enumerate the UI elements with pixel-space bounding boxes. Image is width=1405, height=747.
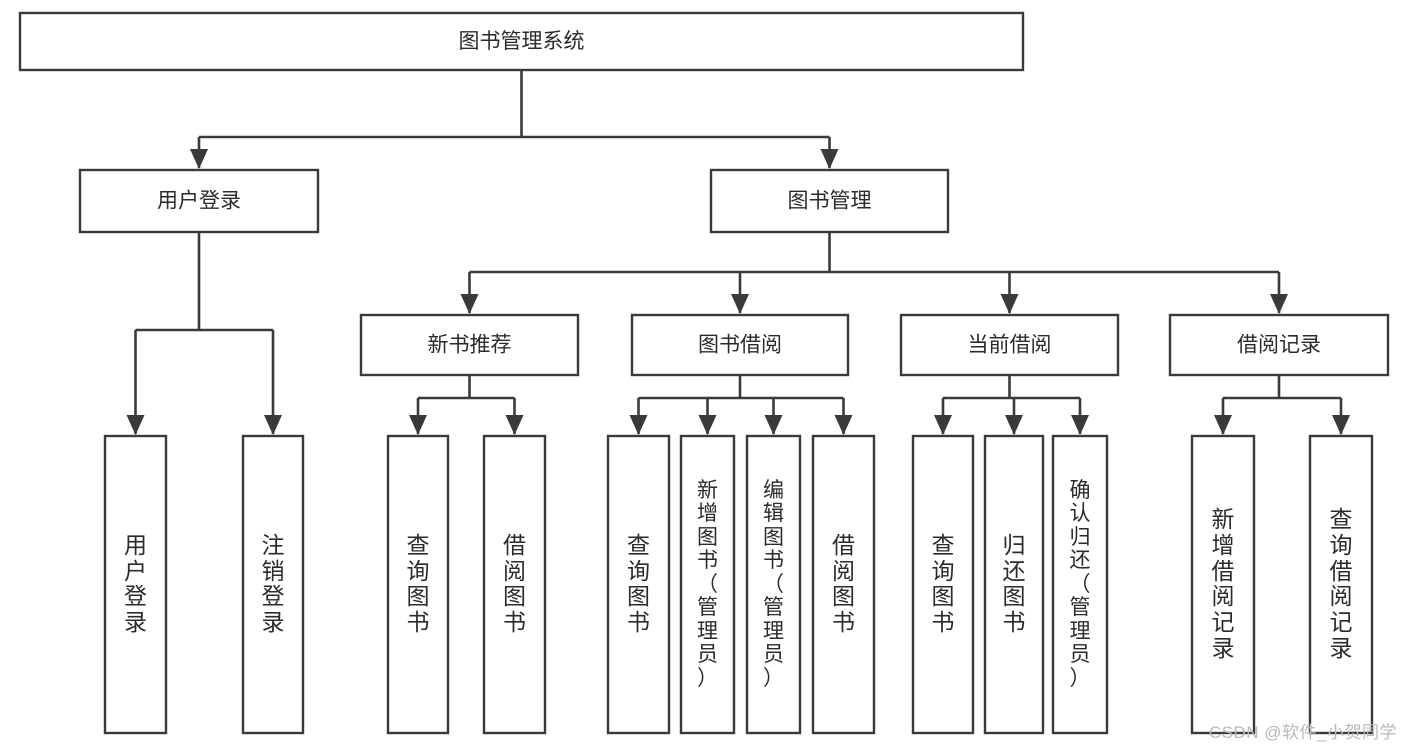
leaf-node-9[interactable] [983,434,1045,735]
arrow-head-icon [1005,415,1023,435]
node-level3-1[interactable] [630,313,850,377]
node-level3-label-2: 当前借阅 [968,334,1052,357]
arrow-head-icon [820,149,839,169]
leaf-node-5[interactable] [679,434,736,735]
arrow-head-icon [698,415,717,435]
node-level3-label-0: 新书推荐 [428,334,512,357]
leaf-node-1-rect [241,434,305,735]
arrow-head-icon [834,415,853,435]
leaf-node-0[interactable] [103,434,168,735]
arrow-head-icon [764,415,783,435]
arrow-head-icon [1332,415,1350,435]
arrow-head-icon [1071,415,1089,435]
leaf-node-7-rect [811,434,876,735]
leaf-node-12-rect [1308,434,1374,735]
leaf-node-2-rect [386,434,450,735]
node-level3-0[interactable] [359,313,580,377]
arrow-head-icon [731,294,749,314]
node-level2-1-rect [709,168,950,234]
arrow-head-icon [1000,294,1019,314]
arrow-head-icon [409,415,427,435]
node-level2-1[interactable] [709,168,950,234]
leaf-node-12[interactable] [1308,434,1374,735]
node-level3-2-rect [899,313,1120,377]
node-level3-2[interactable] [899,313,1120,377]
leaf-node-1[interactable] [241,434,305,735]
node-level3-label-3: 借阅记录 [1237,334,1321,357]
node-level2-label-0: 用户登录 [157,190,241,213]
arrow-head-icon [505,415,524,435]
arrow-head-icon [1214,415,1232,435]
leaf-node-9-rect [983,434,1045,735]
leaf-node-5-rect [679,434,736,735]
node-root[interactable] [18,11,1025,72]
leaf-node-8-rect [911,434,975,735]
leaf-node-6[interactable] [745,434,802,735]
leaf-node-2[interactable] [386,434,450,735]
arrow-head-icon [460,294,479,314]
leaf-node-11[interactable] [1190,434,1256,735]
leaf-node-6-rect [745,434,802,735]
leaf-node-3[interactable] [482,434,547,735]
leaf-node-4[interactable] [606,434,671,735]
node-level3-label-1: 图书借阅 [698,334,782,357]
leaf-node-10[interactable] [1051,434,1109,735]
node-root-rect [18,11,1025,72]
node-level2-label-1: 图书管理 [788,190,872,213]
leaf-node-8[interactable] [911,434,975,735]
leaf-node-3-rect [482,434,547,735]
leaf-node-11-rect [1190,434,1256,735]
node-level3-1-rect [630,313,850,377]
node-level3-3-rect [1168,313,1390,377]
node-level3-0-rect [359,313,580,377]
arrow-head-icon [126,415,145,435]
arrow-head-icon [1270,294,1288,314]
arrow-head-icon [934,415,952,435]
leaf-node-0-rect [103,434,168,735]
node-root-label: 图书管理系统 [459,30,585,53]
leaf-node-7[interactable] [811,434,876,735]
leaf-node-4-rect [606,434,671,735]
leaf-node-10-rect [1051,434,1109,735]
node-level3-3[interactable] [1168,313,1390,377]
arrow-head-icon [264,415,282,435]
arrow-head-icon [629,415,648,435]
arrow-head-icon [190,149,208,169]
